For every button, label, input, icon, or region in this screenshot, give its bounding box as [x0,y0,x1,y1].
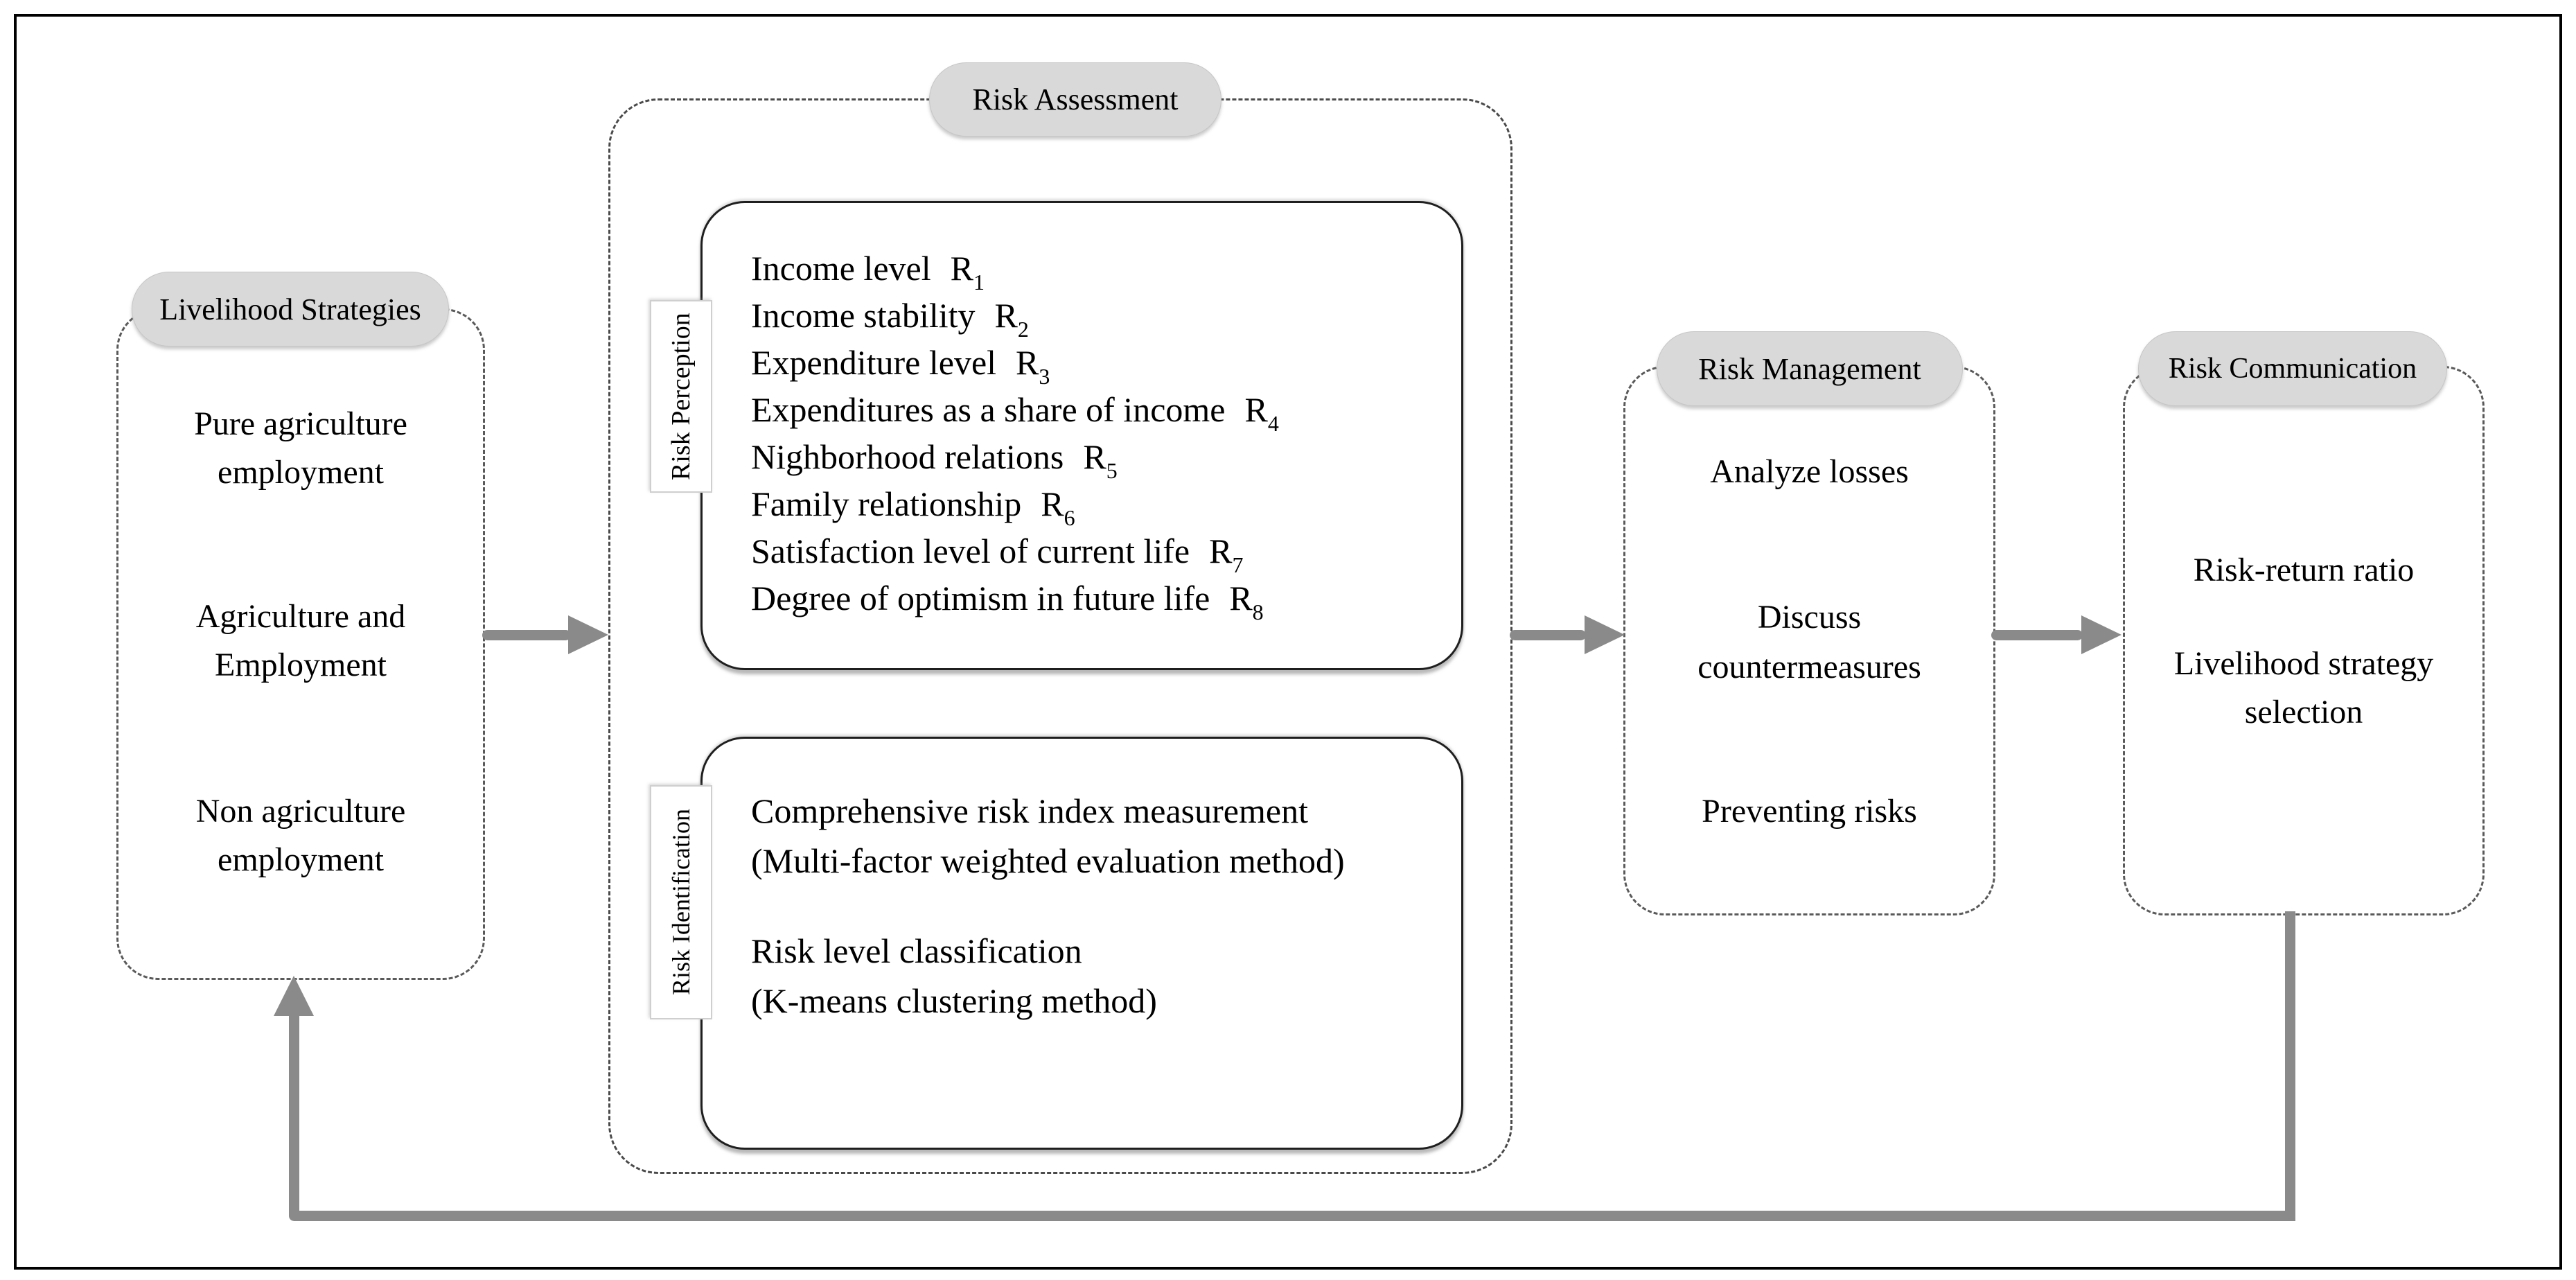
non-agriculture-item: Non agriculture employment [195,793,406,878]
risk-communication-title: Risk Communication [2168,353,2417,385]
kmeans-method-line: (K-means clustering method) [751,981,1157,1020]
multifactor-method-line: (Multi-factor weighted evaluation method… [751,841,1345,880]
figure-border [14,14,2562,1270]
discuss-countermeasures-item: Discuss countermeasures [1697,599,1921,685]
arrow-head-icon [1585,615,1625,654]
arrow-shaft [482,630,571,640]
risk-level-classification-line: Risk level classification [751,931,1082,970]
livelihood-strategies-box: Pure agriculture employment Agriculture … [116,308,485,980]
risk-management-pill: Risk Management [1657,331,1963,406]
risk-return-ratio-item: Risk-return ratio [2193,552,2415,588]
livelihood-strategies-pill: Livelihood Strategies [132,272,449,347]
arrow-head-icon [568,615,608,654]
feedback-horizontal-segment [289,1211,2295,1221]
risk-management-title: Risk Management [1698,351,1921,386]
arrow-shaft [1991,630,2083,640]
feedback-down-segment [2285,911,2295,1221]
risk-communication-box: Risk-return ratio Livelihood strategy se… [2123,366,2485,915]
risk-perception-side-label: Risk Perception [650,300,712,493]
feedback-arrow-head-icon [274,976,314,1016]
risk-assessment-pill: Risk Assessment [929,62,1221,137]
feedback-up-segment [289,1012,299,1216]
pure-agriculture-item: Pure agriculture employment [194,405,407,491]
risk-management-box: Analyze losses Discuss countermeasures P… [1623,366,1995,915]
livelihood-strategies-title: Livelihood Strategies [159,292,421,326]
risk-identification-box: Comprehensive risk index measurement (Mu… [700,737,1463,1150]
risk-identification-list: Comprehensive risk index measurement (Mu… [751,786,1345,1026]
risk-communication-pill: Risk Communication [2138,331,2447,406]
arrow-head-icon [2081,615,2121,654]
risk-assessment-title: Risk Assessment [972,82,1179,116]
agriculture-and-employment-item: Agriculture and Employment [195,598,406,683]
livelihood-strategy-selection-item: Livelihood strategy selection [2173,645,2434,730]
risk-identification-side-label: Risk Identification [650,785,712,1019]
analyze-losses-item: Analyze losses [1710,453,1909,490]
preventing-risks-item: Preventing risks [1702,793,1917,830]
comprehensive-risk-line: Comprehensive risk index measurement [751,791,1308,830]
identification-gap [751,886,1345,926]
arrow-shaft [1510,630,1586,640]
